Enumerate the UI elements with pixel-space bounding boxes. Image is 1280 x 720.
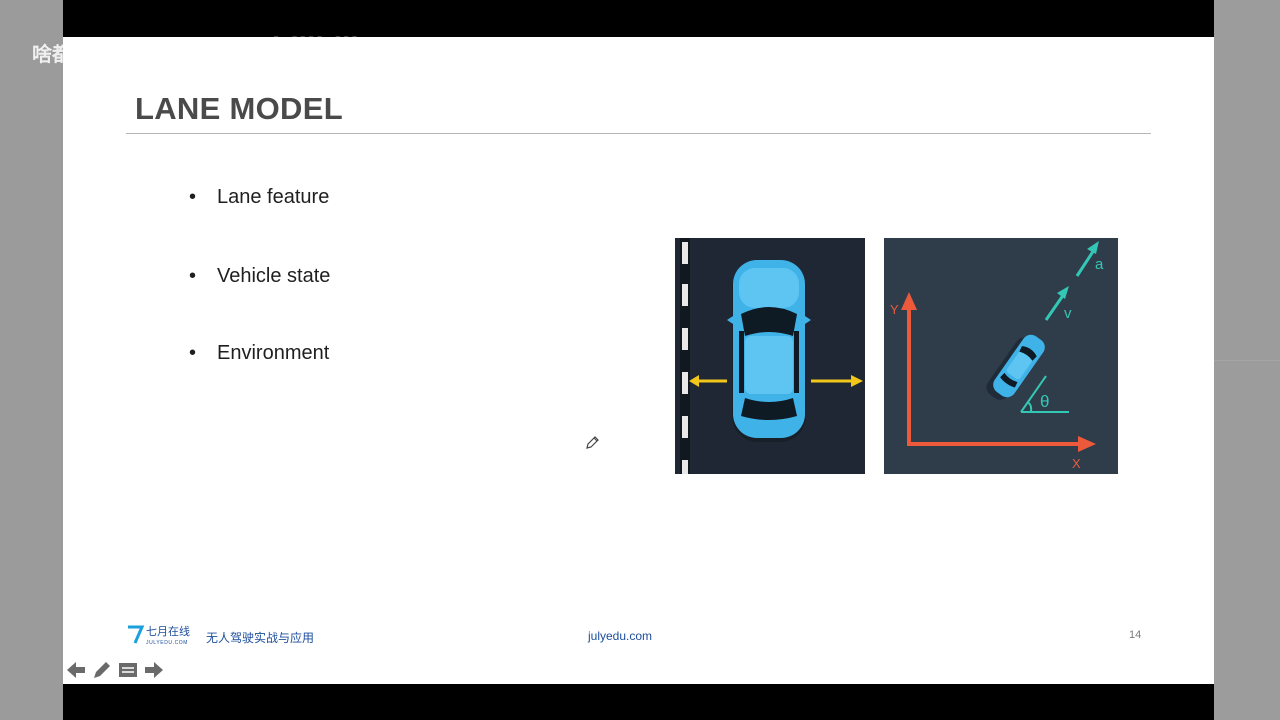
title-divider <box>126 133 1151 134</box>
arrow-right-icon[interactable] <box>143 659 165 681</box>
car-top-view-icon <box>727 260 811 442</box>
bullet-glyph: • <box>189 265 197 287</box>
lane-position-illustration <box>675 238 865 474</box>
accel-label: a <box>1095 256 1104 273</box>
heading-angle-label: θ <box>1040 392 1049 411</box>
bullet-glyph: • <box>189 342 197 364</box>
letterbox-top <box>63 0 1214 37</box>
letterbox-left <box>0 0 63 720</box>
slide-nav-controls <box>65 658 165 682</box>
course-name: 无人驾驶实战与应用 <box>206 631 315 645</box>
uploader-watermark: 啥都 <box>32 44 72 66</box>
letterbox-bottom <box>63 684 1214 720</box>
vehicle-icon <box>986 334 1045 400</box>
svg-text:JULYEDU.COM: JULYEDU.COM <box>146 640 188 646</box>
velocity-label: v <box>1064 305 1072 322</box>
notes-icon[interactable] <box>117 659 139 681</box>
bullet-item: • Environment <box>189 342 329 365</box>
slide-title: LANE MODEL <box>135 91 343 126</box>
bilibili-logo-text: bilibili <box>272 32 359 65</box>
bullet-item: • Lane feature <box>189 186 329 209</box>
lateral-offset-arrows <box>689 375 863 387</box>
coordinate-axes-icon <box>901 292 1096 452</box>
bullet-text: Vehicle state <box>217 265 331 287</box>
site-url: julyedu.com <box>588 629 653 643</box>
velocity-accel-vectors <box>1020 241 1099 413</box>
axis-y-label: Y <box>890 302 899 317</box>
bullet-item: • Vehicle state <box>189 265 330 288</box>
lane-marking-icon <box>680 238 690 474</box>
bullet-text: Lane feature <box>217 186 330 208</box>
bullet-glyph: • <box>189 186 197 208</box>
svg-text:七月在线: 七月在线 <box>146 624 190 638</box>
axis-x-label: X <box>1072 456 1081 471</box>
side-divider <box>1214 360 1280 361</box>
playback-timestamp: 00:42:11(31%) <box>86 47 177 63</box>
pen-icon[interactable] <box>91 659 113 681</box>
bilibili-logo: bilibili <box>272 32 359 65</box>
pencil-cursor-icon <box>586 436 599 449</box>
arrow-left-icon[interactable] <box>65 659 87 681</box>
vehicle-state-illustration: Y X a v θ <box>884 238 1118 474</box>
state-panel-background <box>884 238 1118 474</box>
bullet-text: Environment <box>217 342 330 364</box>
julyedu-logo: 七月在线 JULYEDU.COM <box>128 624 190 646</box>
presentation-slide: LANE MODEL •Lane feature •Vehicle state … <box>63 37 1214 684</box>
page-number: 14 <box>1129 629 1142 641</box>
